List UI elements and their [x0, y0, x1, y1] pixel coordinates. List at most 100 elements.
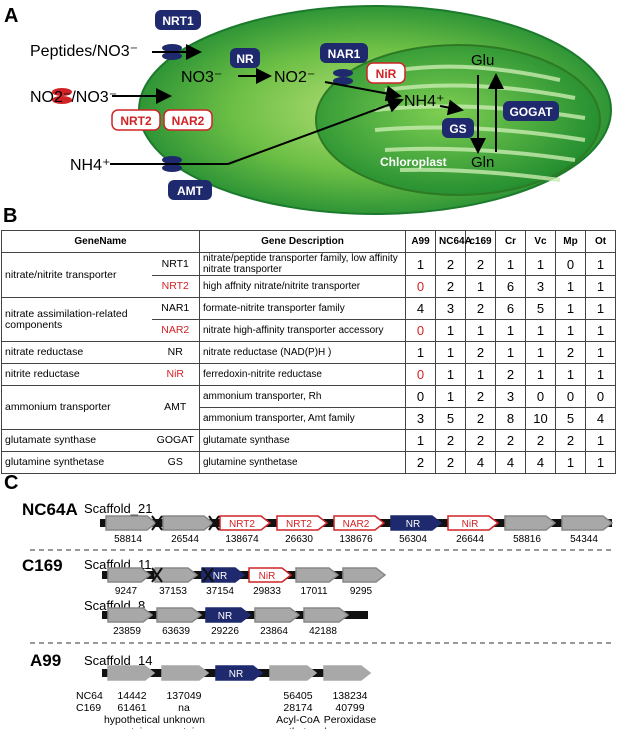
- gene-arrow-label: NR: [229, 669, 243, 680]
- count-cell: 2: [465, 407, 496, 430]
- count-cell: 3: [495, 385, 526, 408]
- count-cell: 1: [555, 363, 586, 386]
- count-cell: 3: [405, 407, 436, 430]
- description-cell: formate-nitrite transporter family: [199, 297, 406, 320]
- header-ot: Ot: [585, 230, 616, 253]
- break-mark: [151, 515, 163, 531]
- a99-annotation-text: protein: [116, 726, 148, 729]
- a99-annotation-text: 61461: [117, 702, 146, 714]
- count-cell: 1: [585, 341, 616, 364]
- gene-arrow: [215, 665, 264, 681]
- count-cell: 4: [585, 407, 616, 430]
- gene-id-label: 29833: [253, 586, 281, 597]
- count-cell: 1: [525, 363, 556, 386]
- count-cell: 2: [435, 252, 466, 276]
- header-mp: Mp: [555, 230, 586, 253]
- a99-annotation-text: Peroxidase: [324, 714, 377, 726]
- count-cell: 2: [435, 429, 466, 452]
- table-header-row: GeneName Gene Description A99 NC64A c169…: [1, 230, 616, 253]
- gene-id-label: 26544: [171, 534, 199, 545]
- category-cell: nitrate/nitrite transporter: [1, 252, 152, 298]
- category-cell: nitrate assimilation-related components: [1, 297, 152, 342]
- count-cell: 3: [525, 275, 556, 298]
- gene-arrow: [156, 607, 203, 623]
- count-cell: 2: [525, 429, 556, 452]
- nar1-transporter: [333, 69, 353, 85]
- svg-text:NR: NR: [236, 52, 254, 66]
- gene-id-label: 138676: [339, 534, 373, 545]
- count-cell: 0: [405, 385, 436, 408]
- gene-arrow: [161, 665, 210, 681]
- count-cell: 10: [525, 407, 556, 430]
- svg-text:NAR2: NAR2: [172, 114, 205, 128]
- count-cell: 1: [525, 252, 556, 276]
- gene-arrow: [107, 607, 154, 623]
- category-cell: nitrite reductase: [1, 363, 152, 386]
- gene-name-cell: NiR: [151, 363, 200, 386]
- gs-label-box: GS: [442, 118, 474, 138]
- svg-text:GS: GS: [449, 122, 466, 136]
- count-cell: 0: [555, 252, 586, 276]
- gene-id-label: 26644: [456, 534, 484, 545]
- gene-table-panel: GeneName Gene Description A99 NC64A c169…: [1, 230, 616, 474]
- gene-id-label: 58816: [513, 534, 541, 545]
- count-cell: 1: [435, 341, 466, 364]
- count-cell: 1: [495, 252, 526, 276]
- count-cell: 1: [585, 297, 616, 320]
- pathway-arrows: [110, 44, 504, 165]
- description-cell: high affnity nitrate/nitrite transporter: [199, 275, 406, 298]
- category-cell: glutamine synthetase: [1, 451, 152, 474]
- gene-arrow: [219, 515, 272, 531]
- description-cell: nitrate reductase (NAD(P)H ): [199, 341, 406, 364]
- nir-label-box: NiR: [366, 62, 406, 84]
- gene-name-cell: NAR1: [151, 297, 200, 320]
- count-cell: 0: [405, 363, 436, 386]
- gene-arrow: [205, 607, 252, 623]
- nrt1-transporter: [162, 44, 182, 60]
- gene-arrow: [303, 607, 350, 623]
- gene-id-label: 9295: [350, 586, 373, 597]
- a99-species-label: A99: [30, 651, 61, 670]
- count-cell: 1: [525, 319, 556, 342]
- gene-arrow-label: NRT2: [286, 519, 312, 530]
- gene-arrow: [162, 515, 215, 531]
- gene-id-label: 23864: [260, 626, 288, 637]
- count-cell: 1: [405, 429, 436, 452]
- a99-annotation-text: 28174: [283, 702, 312, 714]
- count-cell: 1: [435, 363, 466, 386]
- gene-id-label: 9247: [115, 586, 138, 597]
- count-cell: 2: [555, 341, 586, 364]
- gene-arrow: [333, 515, 386, 531]
- header-c169: c169: [465, 230, 496, 253]
- a99-annotation-text: na: [178, 702, 190, 714]
- count-cell: 4: [465, 451, 496, 474]
- gene-name-cell: GOGAT: [151, 429, 200, 452]
- nr-label-box: NR: [230, 48, 260, 68]
- count-cell: 2: [555, 429, 586, 452]
- break-mark: [151, 567, 163, 583]
- svg-text:NRT2: NRT2: [120, 114, 152, 128]
- gene-arrow-label: NR: [213, 571, 227, 582]
- a99-annotation-text: 40799: [335, 702, 364, 714]
- gln-label: Gln: [471, 154, 494, 171]
- gene-id-label: 17011: [300, 586, 328, 597]
- glu-label: Glu: [471, 52, 494, 69]
- count-cell: 1: [435, 385, 466, 408]
- count-cell: 1: [405, 341, 436, 364]
- category-cell: ammonium transporter: [1, 385, 152, 430]
- gene-arrow: [105, 515, 158, 531]
- header-description: Gene Description: [199, 230, 406, 253]
- description-cell: ammonium transporter, Amt family: [199, 407, 406, 430]
- amt-transporter: [162, 156, 182, 172]
- count-cell: 6: [495, 297, 526, 320]
- a99-annotation-text: unknown: [163, 714, 205, 726]
- panel-b-label: B: [3, 205, 18, 227]
